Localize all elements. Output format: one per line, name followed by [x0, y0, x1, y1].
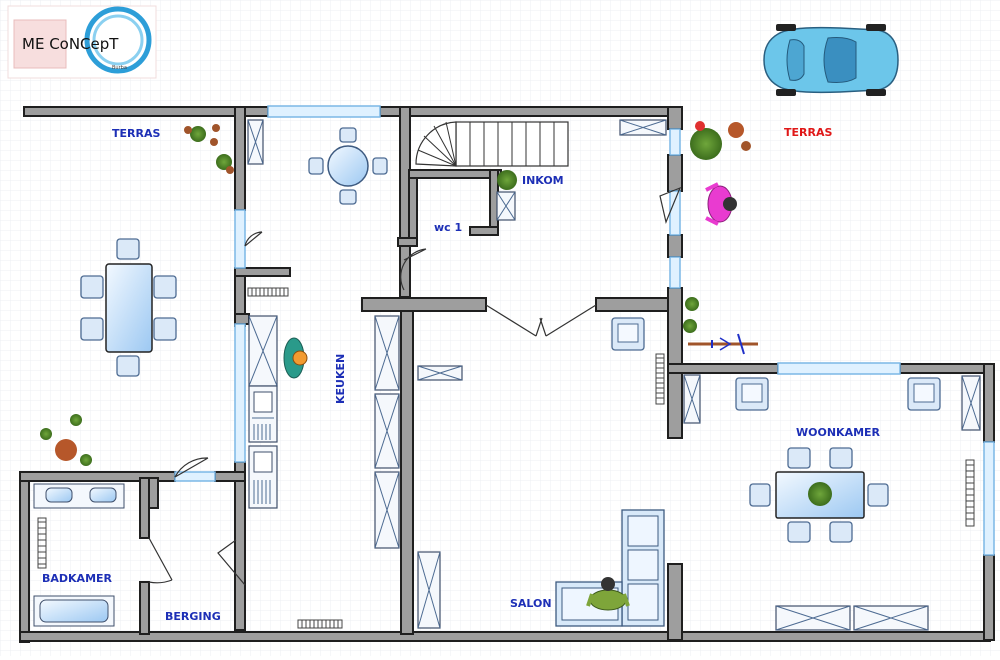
cabinets	[247, 119, 981, 631]
logo-subtext: Burba	[112, 65, 127, 71]
room-label-berging: BERGING	[165, 610, 221, 623]
plant-icon	[40, 414, 92, 466]
person-entrance-icon	[705, 182, 737, 226]
logo-text: ME CoNCepT	[22, 35, 119, 53]
plant-icon	[184, 124, 234, 174]
room-label-salon: SALON	[510, 597, 552, 610]
radiators	[37, 287, 975, 629]
plant-icon	[808, 482, 832, 506]
room-label-badkamer: BADKAMER	[42, 572, 113, 585]
plant-icon	[497, 170, 517, 190]
walls	[19, 106, 995, 643]
room-label-woonkamer: WOONKAMER	[796, 426, 881, 439]
kitchen-tall-cabinets	[374, 315, 400, 549]
kitchen-counter	[248, 315, 278, 509]
kitchen-round-table	[308, 127, 388, 205]
plant-icon	[690, 121, 751, 160]
bathroom-fixtures	[33, 483, 125, 627]
staircase	[415, 121, 569, 167]
armchairs	[611, 317, 941, 411]
room-label-inkom: INKOM	[522, 174, 564, 187]
person-sofa-icon	[586, 577, 630, 611]
car-icon	[763, 24, 899, 96]
windows	[174, 105, 995, 556]
room-label-terras-east: TERRAS	[784, 126, 832, 139]
person-kitchen-icon	[283, 337, 308, 379]
room-label-keuken: KEUKEN	[334, 354, 347, 404]
terrace-dining-table	[80, 238, 177, 377]
room-label-wc: wc 1	[434, 221, 462, 234]
room-label-terras-west: TERRAS	[112, 127, 160, 140]
bicycle-icon	[688, 333, 758, 355]
doors	[148, 186, 682, 586]
logo: ME CoNCepT Burba	[7, 5, 157, 79]
plant-icon	[683, 297, 699, 333]
